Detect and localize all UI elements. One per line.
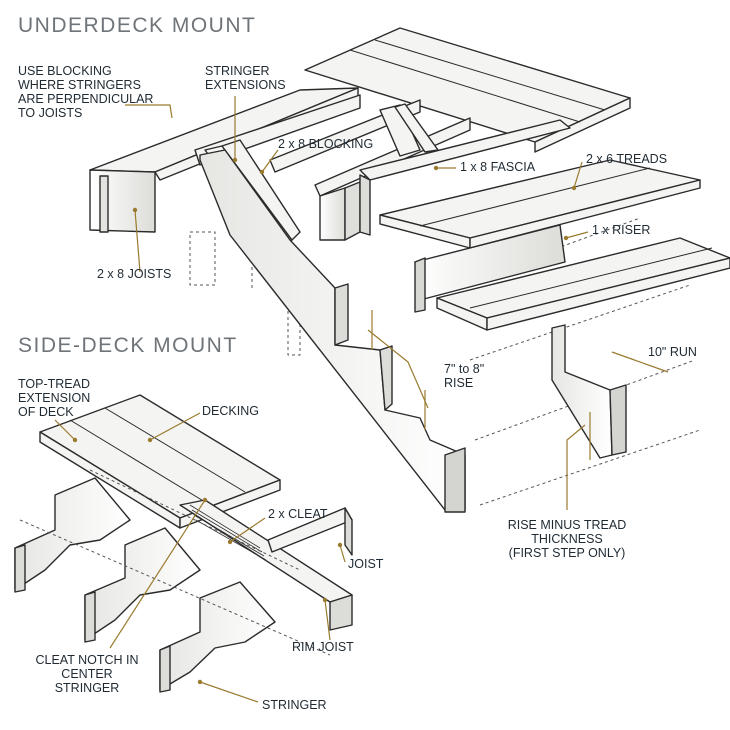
side-stringer-left <box>14 477 131 593</box>
tread-lower <box>436 237 730 459</box>
label-rim-joist: RIM JOIST <box>292 640 354 654</box>
top-decking <box>304 27 631 153</box>
label-cleat-notch: CLEAT NOTCH IN CENTER STRINGER <box>35 653 139 695</box>
sidedeck-title: SIDE-DECK MOUNT <box>18 334 238 357</box>
underdeck-title: UNDERDECK MOUNT <box>18 14 257 37</box>
side-stringer-right <box>159 581 276 693</box>
tread-upper <box>379 159 701 313</box>
label-treads: 2 x 6 TREADS <box>586 152 668 166</box>
label-fascia: 1 x 8 FASCIA <box>460 160 536 174</box>
label-stringer: STRINGER <box>262 698 327 712</box>
main-stringer <box>199 149 466 513</box>
label-joist: JOIST <box>348 557 384 571</box>
label-decking: DECKING <box>202 404 259 418</box>
label-use-blocking: USE BLOCKING WHERE STRINGERS ARE PERPEND… <box>18 64 154 120</box>
label-cleat: 2 x CLEAT <box>268 507 328 521</box>
label-joists: 2 x 8 JOISTS <box>97 267 172 281</box>
side-stringer-center <box>84 504 267 643</box>
label-blocking: 2 x 8 BLOCKING <box>278 137 374 151</box>
label-top-tread: TOP-TREAD EXTENSION OF DECK <box>18 377 91 419</box>
label-run: 10" RUN <box>648 345 697 359</box>
joist-frame <box>89 87 571 241</box>
label-stringer-extensions: STRINGER EXTENSIONS <box>205 64 286 92</box>
label-riser: 1 x RISER <box>592 223 651 237</box>
label-rise-minus-tread: RISE MINUS TREAD THICKNESS (FIRST STEP O… <box>507 518 627 560</box>
label-rise: 7" to 8" RISE <box>444 362 485 390</box>
